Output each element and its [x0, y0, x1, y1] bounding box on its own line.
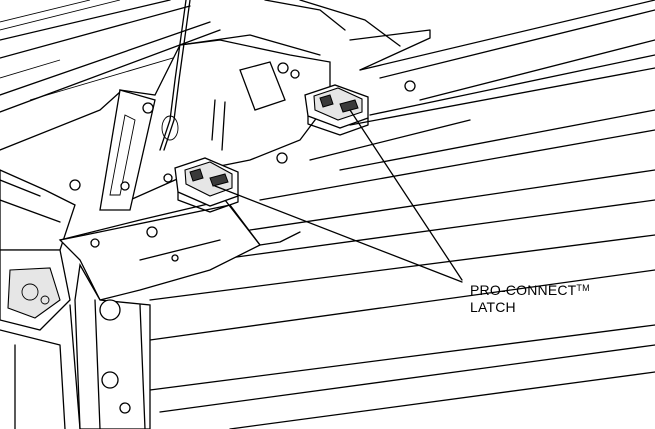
mounting-bracket	[99, 34, 331, 211]
pro-connect-latch-callout: PRO-CONNECTTM LATCH	[470, 282, 590, 316]
front-housing	[58, 199, 301, 429]
pro-connect-latch-2	[304, 84, 369, 136]
trademark-symbol: TM	[576, 283, 590, 293]
callout-line-1: PRO-CONNECT	[470, 282, 577, 298]
callout-line-2: LATCH	[470, 299, 516, 315]
cable	[159, 0, 191, 151]
left-frame	[0, 169, 81, 429]
bolts	[146, 80, 416, 262]
callout-leaders	[214, 109, 463, 283]
